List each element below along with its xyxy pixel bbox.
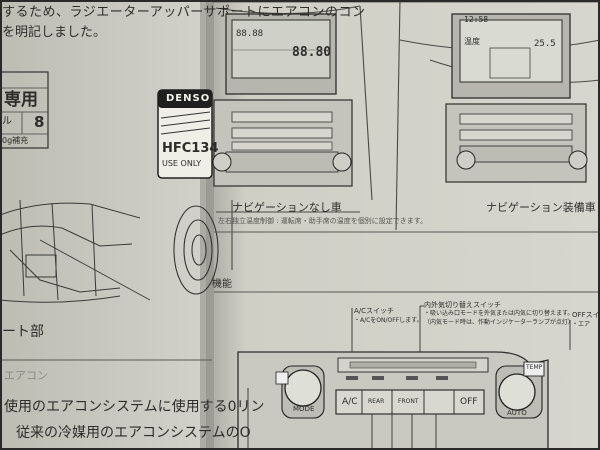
- panel-with-nav: [445, 13, 588, 183]
- nav-screen-time: 12:58: [464, 15, 489, 24]
- callout-off-sub: ・エア: [572, 321, 591, 328]
- ac-control-panel: [237, 351, 549, 450]
- engine-bay-sketch: [0, 199, 141, 303]
- denso-refrigerant: HFC134: [162, 141, 219, 156]
- section-label: 機能: [212, 279, 232, 290]
- rear-button: REAR: [368, 398, 385, 405]
- callout-ac-switch: A/Cスイッチ: [354, 307, 395, 315]
- fan-icon: [275, 371, 289, 385]
- ac-button: A/C: [342, 397, 358, 407]
- figure-caption: ート部: [2, 324, 44, 340]
- denso-brand: DENSO: [166, 93, 211, 104]
- denso-tag: [157, 89, 213, 179]
- nav-screen: [459, 19, 563, 83]
- mode-button: MODE: [293, 405, 315, 413]
- callout-intake-switch: 内外気切り替えスイッチ: [424, 301, 501, 309]
- callout-ac-switch-sub: ・A/CをON/OFFします。: [354, 317, 423, 324]
- body-line-2: 従来の冷媒用のエアコンシステムのO: [16, 425, 251, 441]
- lcd-display: [231, 19, 331, 79]
- refrigerant-label-line1: 専用: [4, 90, 38, 110]
- off-button: OFF: [460, 397, 478, 407]
- section-heading: エアコン: [4, 369, 48, 382]
- panel-no-nav: [212, 13, 353, 187]
- auto-button: AUTO: [507, 409, 527, 417]
- caption-with-nav: ナビゲーション装備車: [486, 201, 596, 214]
- left-page: [0, 0, 212, 450]
- top-text-line: するため、ラジエーターアッパーサポートにエアコンのコン: [2, 5, 366, 20]
- callout-off-switch: OFFスイ: [572, 311, 600, 319]
- refrigerant-label-line2: ル: [2, 116, 12, 127]
- refrigerant-label-code: 8: [34, 113, 45, 131]
- front-button: FRONT: [398, 398, 419, 405]
- caption-no-nav: ナビゲーションなし車: [232, 201, 342, 214]
- lcd-number-2: 88.80: [292, 45, 332, 60]
- refrigerant-label-sub: 0g補充: [2, 136, 29, 145]
- leader-line: [39, 239, 151, 301]
- nav-screen-label: 温度: [464, 37, 480, 46]
- callout-intake-sub-1: ・吸い込み口モードを外気または内気に切り替えます。: [424, 310, 574, 317]
- denso-use-note: USE ONLY: [162, 159, 202, 168]
- lcd-number-1: 88.88: [236, 29, 264, 39]
- knob-sketch: [173, 205, 219, 295]
- temp-icon: [523, 361, 545, 377]
- note-line: 左右独立温度制御 : 運転席・助手席の温度を個別に設定できます。: [218, 217, 428, 225]
- callout-intake-sub-2: （内気モード時は、作動インジケーターランプが点灯）: [424, 319, 574, 326]
- page-gutter: [200, 0, 214, 450]
- body-line-1: 使用のエアコンシステムに使用する0リン: [4, 399, 265, 415]
- refrigerant-label-sticker: [0, 71, 49, 149]
- temp-button: TEMP: [526, 364, 543, 371]
- top-text-line-2: を明記しました。: [2, 25, 107, 40]
- nav-screen-temp: 25.5: [534, 39, 556, 49]
